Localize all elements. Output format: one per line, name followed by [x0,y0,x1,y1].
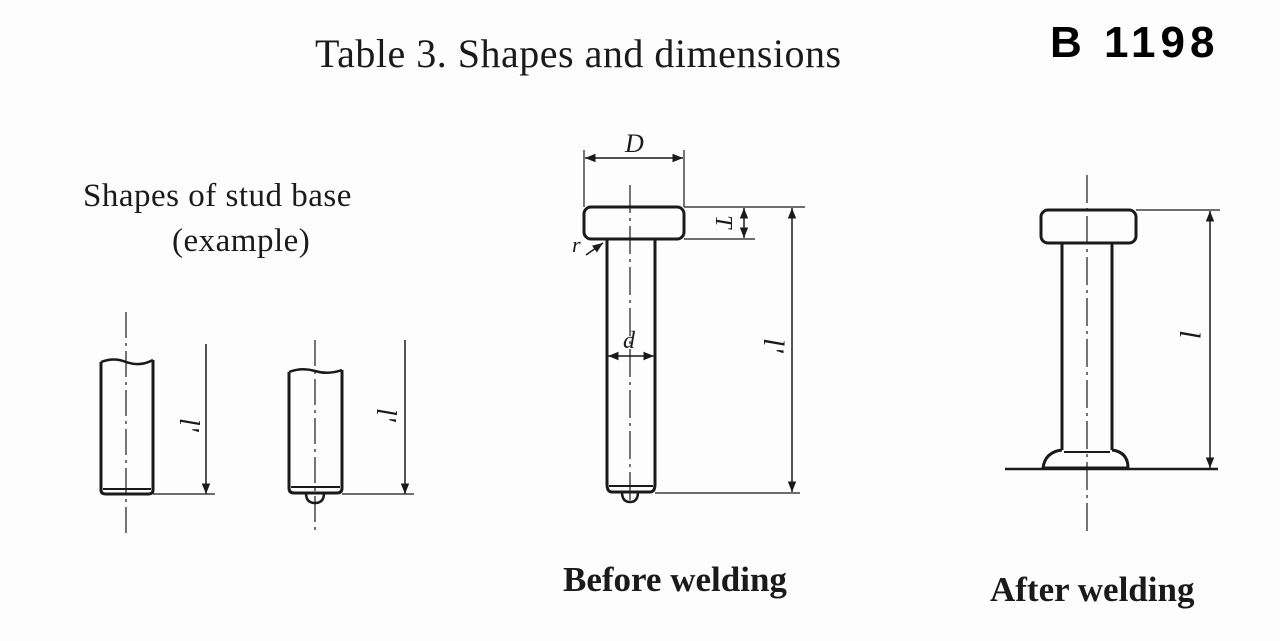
before-welding-caption: Before welding [563,560,787,599]
length-label: l' [757,338,790,353]
length-label: l' [173,418,204,433]
radius-leader [585,242,604,256]
head-thickness-label: T [710,215,736,230]
standard-number: B 1198 [1050,18,1220,67]
stud-before-welding [582,150,805,505]
stud-head [582,205,686,241]
stud-base-with-tip [287,340,414,530]
shank-diameter-label: d [623,328,636,354]
stud-after-welding [1005,175,1220,535]
length-label: l' [370,408,401,423]
weld-tip [304,492,326,505]
after-welding-caption: After welding [990,570,1195,609]
stud-base-caption: Shapes of stud base [83,178,352,214]
break-line [100,358,154,366]
stud-base-flat [99,312,215,538]
weld-tip [620,491,640,504]
head-diameter-label: D [624,129,644,158]
stud-base-caption-example: (example) [172,223,311,259]
stud-head [1039,208,1138,245]
break-line [288,368,343,374]
table-title: Table 3. Shapes and dimensions [315,31,842,76]
length-label: l [1173,330,1206,338]
radius-label: r [572,232,581,257]
